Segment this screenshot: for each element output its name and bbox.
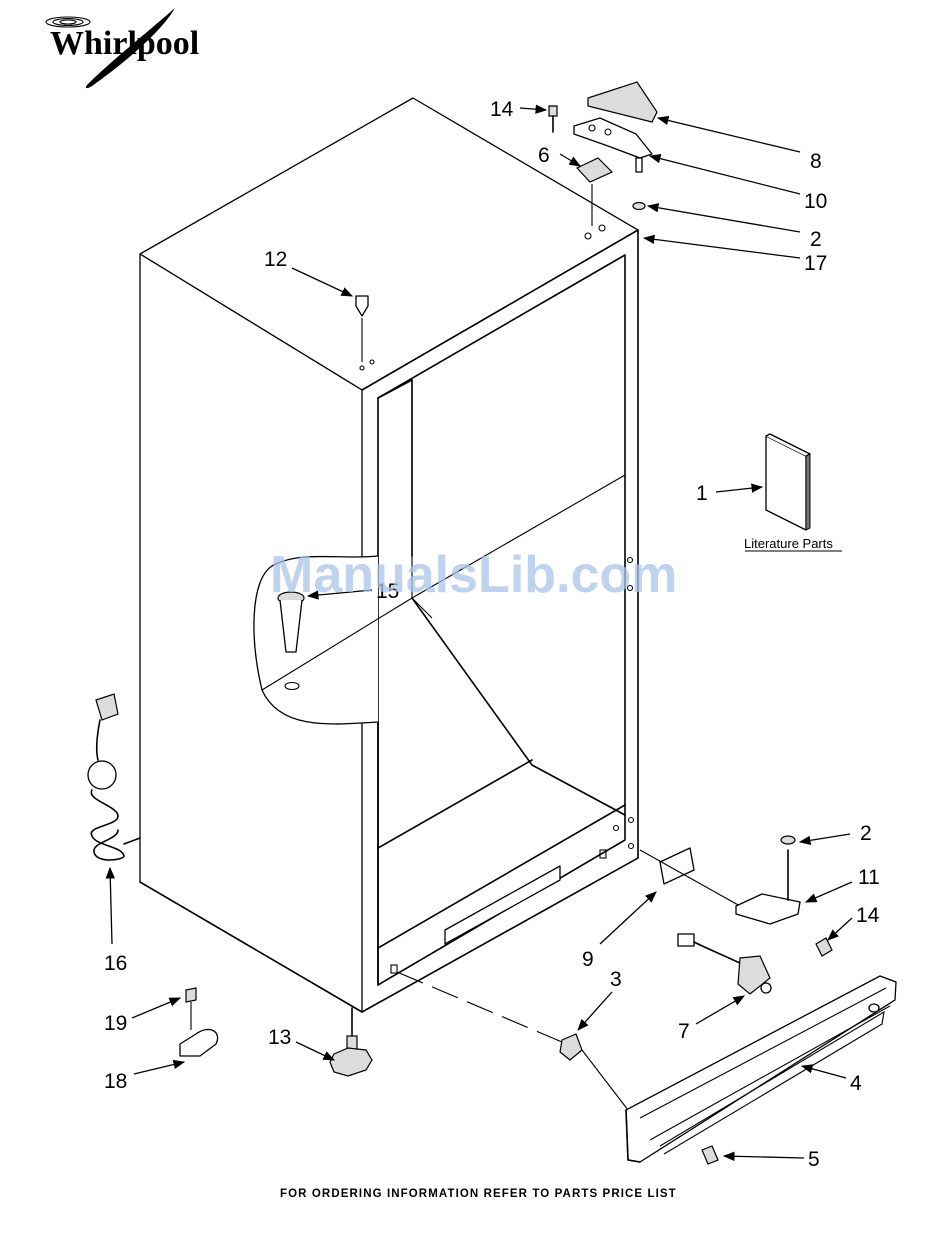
- callout-7: 7: [678, 1020, 690, 1043]
- hinge-cover: [588, 82, 657, 122]
- whirlpool-logo: Whirlpool: [46, 8, 199, 88]
- clamp-screw: [186, 988, 196, 1002]
- callout-14-bottom: 14: [856, 904, 880, 927]
- callout-1: 1: [696, 482, 708, 505]
- watermark: ManualsLib.com: [270, 546, 677, 604]
- bottom-hinge: [736, 850, 800, 924]
- screw-bottom: [816, 938, 832, 956]
- callout-12: 12: [264, 248, 287, 271]
- power-cord: [88, 694, 140, 860]
- hinge-shim: [577, 158, 612, 182]
- leveling-leg: [330, 1008, 372, 1076]
- washer-top: [633, 203, 645, 210]
- lower-bracket: [660, 848, 694, 884]
- callout-16: 16: [104, 952, 127, 975]
- screw-top: [549, 106, 557, 132]
- callout-3: 3: [610, 968, 622, 991]
- literature-label: Literature Parts: [744, 536, 833, 551]
- toe-grille: [626, 976, 896, 1162]
- callout-5: 5: [808, 1148, 820, 1171]
- callout-10: 10: [804, 190, 827, 213]
- grille-screw: [702, 1146, 718, 1164]
- callout-4: 4: [850, 1072, 862, 1095]
- callout-2: 2: [810, 228, 822, 251]
- callout-11: 11: [858, 866, 880, 889]
- callout-6: 6: [538, 144, 550, 167]
- footer-note: FOR ORDERING INFORMATION REFER TO PARTS …: [280, 1188, 677, 1200]
- literature-book: [766, 434, 810, 530]
- cord-clamp: [180, 1029, 218, 1056]
- callout-18: 18: [104, 1070, 127, 1093]
- callout-13: 13: [268, 1026, 291, 1049]
- washer-bottom: [781, 836, 795, 844]
- callout-9: 9: [582, 948, 594, 971]
- wire-harness: [678, 934, 771, 994]
- callout-19: 19: [104, 1012, 127, 1035]
- callout-17: 17: [804, 252, 827, 275]
- callout-2-bottom: 2: [860, 822, 872, 845]
- grille-clip: [560, 1034, 582, 1060]
- brand-name: Whirlpool: [50, 25, 199, 62]
- callout-14: 14: [490, 98, 514, 121]
- callout-8: 8: [810, 150, 822, 173]
